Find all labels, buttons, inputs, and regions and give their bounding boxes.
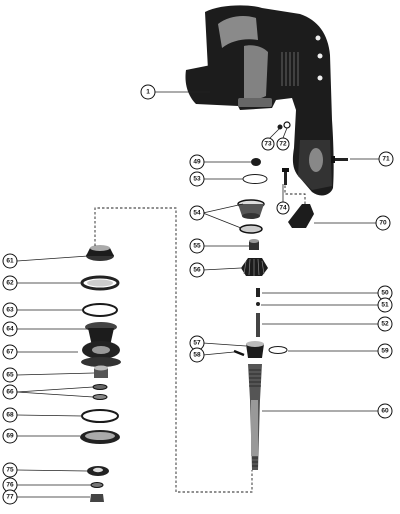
part-52-rod (256, 313, 260, 337)
callout-57: 57 (189, 335, 205, 351)
callout-label: 1 (146, 89, 150, 96)
callout-75: 75 (2, 462, 18, 478)
part-67-housing-base (81, 341, 121, 367)
part-49-washer (251, 158, 261, 166)
dashed-line-driveshaft (94, 207, 253, 493)
callouts: 1 73 72 49 71 53 74 54 70 55 61 56 62 50… (2, 84, 394, 505)
callout-label: 49 (193, 159, 201, 166)
callout-label: 73 (264, 141, 272, 148)
gear-housing (185, 5, 334, 196)
callout-label: 62 (6, 280, 14, 287)
callout-64: 64 (2, 321, 18, 337)
callout-70: 70 (375, 215, 391, 231)
callout-label: 65 (6, 372, 14, 379)
callout-label: 59 (381, 348, 389, 355)
callout-label: 55 (193, 243, 201, 250)
callout-label: 60 (381, 408, 389, 415)
callout-54: 54 (189, 205, 205, 221)
callout-label: 61 (6, 258, 14, 265)
callout-label: 71 (382, 156, 390, 163)
callout-label: 54 (193, 210, 201, 217)
callout-label: 53 (193, 176, 201, 183)
part-53-snap-ring (242, 174, 268, 184)
part-71-screw (331, 156, 348, 163)
callout-63: 63 (2, 302, 18, 318)
callout-59: 59 (377, 343, 393, 359)
callout-1: 1 (140, 84, 156, 100)
callout-label: 51 (381, 302, 389, 309)
dashed-line-70 (284, 172, 306, 206)
small-parts-72-73 (277, 121, 291, 130)
callout-62: 62 (2, 275, 18, 291)
part-55-bearing (249, 239, 259, 250)
leader-lines (16, 91, 380, 498)
callout-71: 71 (378, 151, 394, 167)
callout-label: 57 (193, 340, 201, 347)
callout-72: 72 (276, 137, 290, 151)
callout-label: 76 (6, 482, 14, 489)
callout-74: 74 (276, 201, 290, 215)
part-75-bearing (87, 466, 109, 476)
callout-label: 69 (6, 433, 14, 440)
part-61-gear-bearing (86, 245, 114, 261)
callout-label: 77 (6, 494, 14, 501)
part-58-pin (233, 349, 245, 357)
callout-77: 77 (2, 489, 18, 505)
callout-52: 52 (377, 316, 393, 332)
callout-label: 52 (381, 321, 389, 328)
callout-67: 67 (2, 344, 18, 360)
part-65-bushing (94, 365, 108, 378)
callout-73: 73 (261, 137, 275, 151)
callout-label: 66 (6, 389, 14, 396)
callout-label: 50 (381, 290, 389, 297)
callout-68: 68 (2, 407, 18, 423)
callout-69: 69 (2, 428, 18, 444)
callout-label: 74 (279, 205, 287, 212)
part-69-seal (80, 430, 120, 444)
part-76-washer (90, 482, 104, 488)
part-54-tapered-bearing (237, 199, 265, 234)
part-77-nut (90, 494, 104, 502)
callout-label: 58 (193, 352, 201, 359)
callout-66: 66 (2, 384, 18, 400)
part-64-housing (85, 322, 117, 346)
callout-61: 61 (2, 253, 18, 269)
callout-label: 67 (6, 349, 14, 356)
part-68-ring (81, 409, 119, 423)
callout-56: 56 (189, 262, 205, 278)
callout-58: 58 (189, 347, 205, 363)
callout-49: 49 (189, 154, 205, 170)
part-66-washers (92, 384, 108, 400)
callout-60: 60 (377, 403, 393, 419)
callout-label: 63 (6, 307, 14, 314)
callout-51: 51 (377, 297, 393, 313)
part-59-snap-ring (268, 346, 288, 354)
callout-55: 55 (189, 238, 205, 254)
part-56-pinion-gear (241, 258, 268, 276)
callout-label: 56 (193, 267, 201, 274)
callout-label: 75 (6, 467, 14, 474)
part-50-pin (256, 288, 260, 297)
callout-label: 70 (379, 220, 387, 227)
callout-label: 64 (6, 326, 14, 333)
part-63-o-ring (82, 303, 118, 317)
callout-65: 65 (2, 367, 18, 383)
part-51-ball (256, 302, 260, 306)
callout-label: 72 (279, 141, 287, 148)
part-74-screw (282, 168, 289, 185)
part-57-bearing (246, 341, 264, 358)
part-60-driveshaft (248, 364, 262, 470)
callout-53: 53 (189, 171, 205, 187)
callout-label: 68 (6, 412, 14, 419)
part-70-anode (288, 204, 314, 228)
part-62-seal-carrier (80, 275, 120, 291)
